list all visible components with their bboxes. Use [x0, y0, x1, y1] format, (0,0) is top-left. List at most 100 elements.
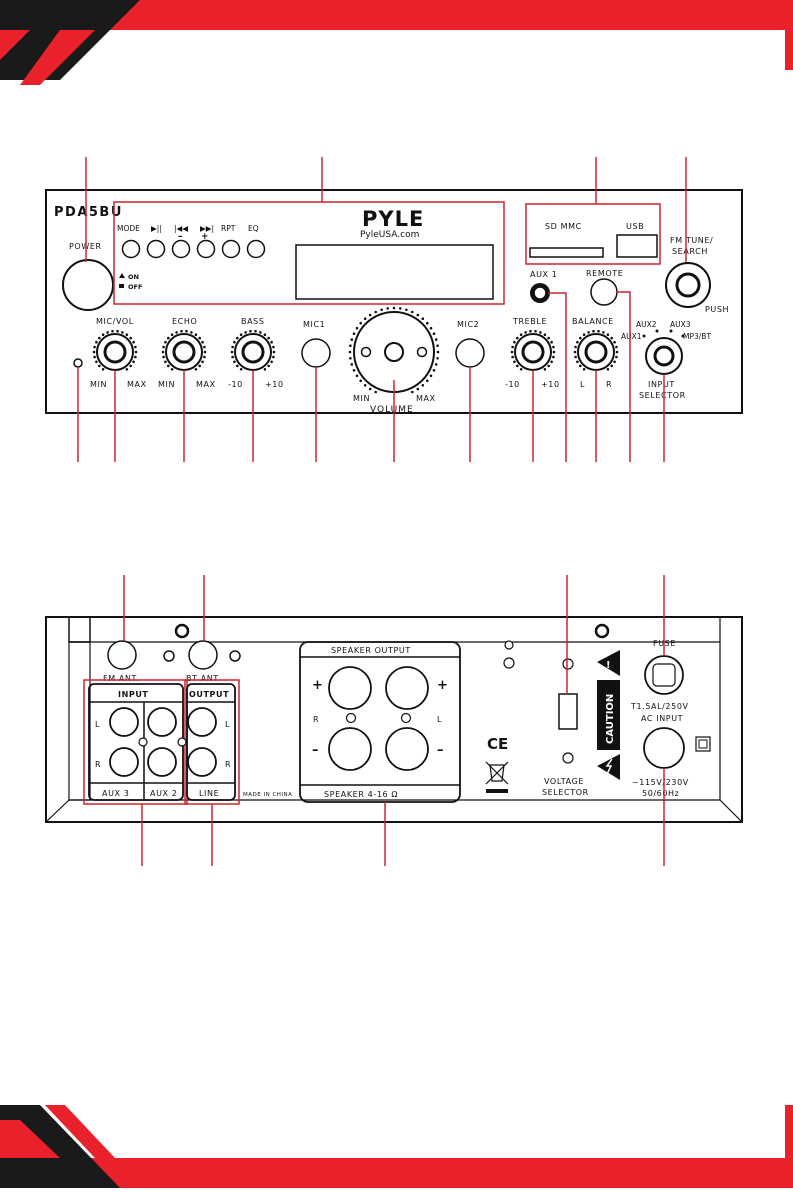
aux3-r-jack[interactable] — [109, 747, 139, 777]
aux3-l-jack[interactable] — [109, 707, 139, 737]
rear-hole-2 — [503, 657, 515, 669]
mic2-jack[interactable] — [455, 338, 485, 368]
fm-antenna-jack[interactable] — [107, 640, 137, 670]
volume-max: MAX — [416, 394, 436, 403]
volume-knob-grip-left — [360, 346, 372, 358]
echo-min: MIN — [158, 380, 175, 389]
voltage-screw-top — [562, 658, 574, 670]
volume-knob-tick — [429, 374, 433, 378]
volume-knob-tick — [421, 317, 425, 321]
speaker-r-minus-terminal[interactable] — [328, 727, 372, 771]
volume-knob-tick — [426, 379, 429, 383]
speaker-l-plus-terminal[interactable] — [385, 666, 429, 710]
front-bottom-callouts — [77, 367, 665, 462]
mic-vol-knob-tick — [95, 340, 98, 344]
caution-label-block: ! CAUTION — [597, 650, 620, 780]
bt-ant-screw — [229, 650, 241, 662]
speaker-l-minus-terminal[interactable] — [385, 727, 429, 771]
input-selector-label: INPUT — [648, 380, 675, 389]
treble-knob-tick — [516, 364, 519, 368]
bass-knob-tick — [239, 333, 243, 337]
minus-label: – — [178, 232, 183, 242]
mic-vol-knob[interactable] — [92, 329, 138, 371]
mic-vol-knob-tick — [93, 345, 96, 349]
speaker-r-plus-terminal[interactable] — [328, 666, 372, 710]
top-banner — [0, 0, 793, 85]
mic-vol-knob-tick — [106, 331, 109, 334]
rpt-button[interactable] — [221, 239, 241, 259]
prev-button[interactable] — [171, 239, 191, 259]
mic-vol-knob-tick — [125, 333, 129, 337]
speaker-r-plus-sign: + — [312, 678, 323, 693]
treble-knob-tick — [510, 350, 514, 354]
volume-knob-tick — [421, 384, 425, 387]
mic-vol-min: MIN — [90, 380, 107, 389]
ac-input-socket[interactable] — [643, 727, 685, 769]
rpt-label: RPT — [221, 224, 236, 233]
echo-knob[interactable] — [161, 329, 207, 371]
treble-knob-tick — [513, 360, 516, 364]
mic-vol-knob-tick — [111, 329, 114, 333]
echo-knob-tick — [164, 360, 167, 364]
line-out-l-jack[interactable] — [187, 707, 217, 737]
echo-knob-tick — [198, 336, 201, 340]
next-button[interactable] — [196, 239, 216, 259]
mic-vol-knob-tick — [132, 340, 135, 344]
voltage-selector-switch[interactable] — [558, 693, 578, 730]
fuse-holder-cap — [652, 663, 676, 687]
balance-knob-tick — [582, 368, 586, 371]
power-button[interactable] — [62, 259, 114, 311]
mic-vol-knob-tick — [125, 368, 129, 371]
treble-knob-tick — [550, 360, 553, 364]
volume-knob-tick — [411, 390, 414, 394]
treble-knob-tick — [547, 364, 550, 368]
line-out-r-jack[interactable] — [187, 747, 217, 777]
output-r-label: R — [225, 760, 231, 769]
sd-usb-callout-box — [525, 203, 661, 265]
aux2-r-jack[interactable] — [147, 747, 177, 777]
mic-vol-knob-tick — [92, 350, 96, 354]
treble-knob-tick — [534, 329, 537, 333]
volume-knob[interactable] — [348, 306, 440, 394]
balance-knob-tick — [615, 355, 618, 359]
mic1-jack[interactable] — [301, 338, 331, 368]
made-in-china-label: MADE IN CHINA — [243, 792, 292, 798]
volume-knob-tick — [426, 321, 429, 325]
treble-knob-tick — [550, 340, 553, 344]
volume-knob-tick — [349, 344, 352, 348]
bt-antenna-jack[interactable] — [188, 640, 218, 670]
fuse-holder[interactable] — [644, 655, 684, 695]
volume-knob-tick — [432, 332, 436, 336]
aux2-l-jack[interactable] — [147, 707, 177, 737]
volume-knob-tick — [386, 307, 390, 310]
ac-voltage-label: ~115V/230V — [632, 778, 689, 787]
treble-knob-tick — [513, 340, 516, 344]
media-control-callout-box — [113, 201, 505, 305]
mic2-label: MIC2 — [457, 320, 479, 329]
balance-knob-tick — [613, 360, 616, 364]
sd-card-slot[interactable] — [529, 247, 604, 258]
weee-bin-body — [489, 764, 505, 782]
usb-port[interactable] — [616, 234, 658, 258]
on-indicator-icon — [119, 273, 125, 278]
bottom-corner-dark — [0, 1105, 120, 1188]
aux1-jack[interactable] — [533, 286, 547, 300]
eq-button[interactable] — [246, 239, 266, 259]
balance-knob[interactable] — [573, 329, 619, 371]
weee-bin-icon — [485, 761, 509, 793]
balance-l: L — [580, 380, 585, 389]
mode-button[interactable] — [121, 239, 141, 259]
volume-knob-tick — [374, 310, 378, 314]
bass-knob-tick — [231, 355, 234, 359]
volume-knob-tick — [405, 308, 408, 312]
bass-knob-tick — [270, 340, 273, 344]
bass-knob[interactable] — [230, 329, 276, 371]
bass-knob-tick — [267, 364, 271, 368]
echo-knob-tick — [162, 355, 165, 359]
mic-vol-max: MAX — [127, 380, 147, 389]
bass-knob-tick — [239, 368, 243, 371]
play-pause-button[interactable] — [146, 239, 166, 259]
echo-knob-tick — [201, 360, 204, 364]
exclamation-glyph: ! — [606, 660, 611, 671]
echo-knob-tick — [164, 340, 167, 344]
